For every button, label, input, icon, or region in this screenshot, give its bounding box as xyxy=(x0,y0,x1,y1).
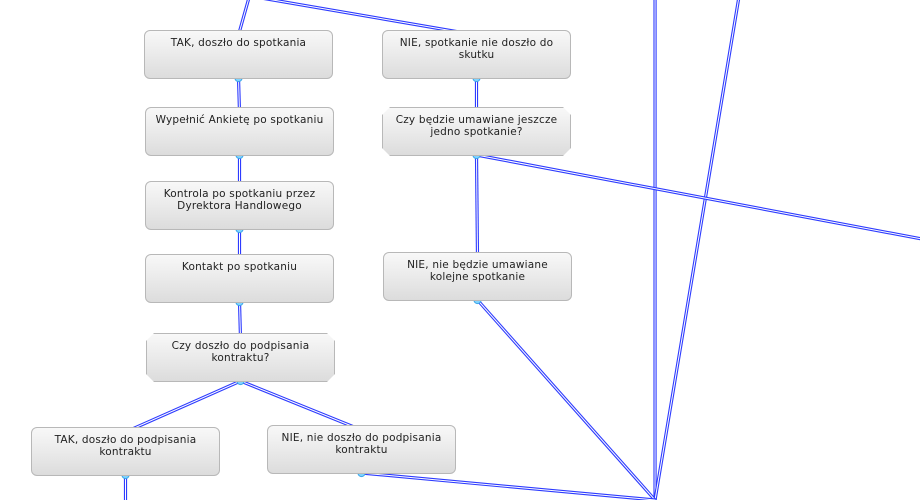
node-label: Wypełnić Ankietę po spotkaniu xyxy=(155,114,324,126)
node-nie-doszlo-do-kontraktu[interactable]: NIE, nie doszło do podpisania kontraktu xyxy=(267,425,456,474)
decision-czy-bedzie-kolejne-spotkanie[interactable]: Czy będzie umawiane jeszcze jedno spotka… xyxy=(382,107,571,156)
node-label: Czy doszło do podpisania kontraktu? xyxy=(171,340,310,364)
connector-czy_kontrakt-to-nie_kontrakt xyxy=(239,379,363,432)
connector-tak_spotkanie-to-ankieta xyxy=(236,77,242,113)
node-label: Kontakt po spotkaniu xyxy=(181,261,298,273)
node-nie-bedzie-kolejne-spotkanie[interactable]: NIE, nie będzie umawiane kolejne spotkan… xyxy=(383,252,572,301)
connector-czy_kontrakt-to-tak_kontrakt xyxy=(124,379,242,434)
connector-offscreen-bottom-1 xyxy=(476,298,657,500)
node-label: TAK, doszło do spotkania xyxy=(170,37,307,49)
node-label: Czy będzie umawiane jeszcze jedno spotka… xyxy=(395,114,558,138)
node-tak-doszlo-do-spotkania[interactable]: TAK, doszło do spotkania xyxy=(144,30,333,79)
node-nie-spotkanie-nie-doszlo[interactable]: NIE, spotkanie nie doszło do skutku xyxy=(382,30,571,79)
node-kontrola-po-spotkaniu[interactable]: Kontrola po spotkaniu przez Dyrektora Ha… xyxy=(145,181,334,230)
decision-czy-doszlo-do-kontraktu[interactable]: Czy doszło do podpisania kontraktu? xyxy=(146,333,335,382)
node-label: NIE, nie będzie umawiane kolejne spotkan… xyxy=(407,259,548,283)
connector-offscreen-right xyxy=(476,153,920,241)
connector-offscreen-top-left xyxy=(236,0,250,36)
node-label: NIE, spotkanie nie doszło do skutku xyxy=(399,37,554,61)
connector-kontakt-to-czy_kontrakt xyxy=(237,301,243,339)
node-kontakt-po-spotkaniu[interactable]: Kontakt po spotkaniu xyxy=(145,254,334,303)
connector-offscreen-top-right xyxy=(263,0,477,37)
node-label: TAK, doszło do podpisania kontraktu xyxy=(54,434,197,458)
node-label: NIE, nie doszło do podpisania kontraktu xyxy=(281,432,442,456)
node-wypelnic-ankiete[interactable]: Wypełnić Ankietę po spotkaniu xyxy=(145,107,334,156)
node-tak-doszlo-do-kontraktu[interactable]: TAK, doszło do podpisania kontraktu xyxy=(31,427,220,476)
connector-offscreen-bottom-2 xyxy=(361,471,656,500)
node-label: Kontrola po spotkaniu przez Dyrektora Ha… xyxy=(163,188,316,212)
connector-offscreen-vertical-2 xyxy=(653,0,741,500)
connector-czy_kolejne-to-nie_kolejne xyxy=(474,154,480,258)
